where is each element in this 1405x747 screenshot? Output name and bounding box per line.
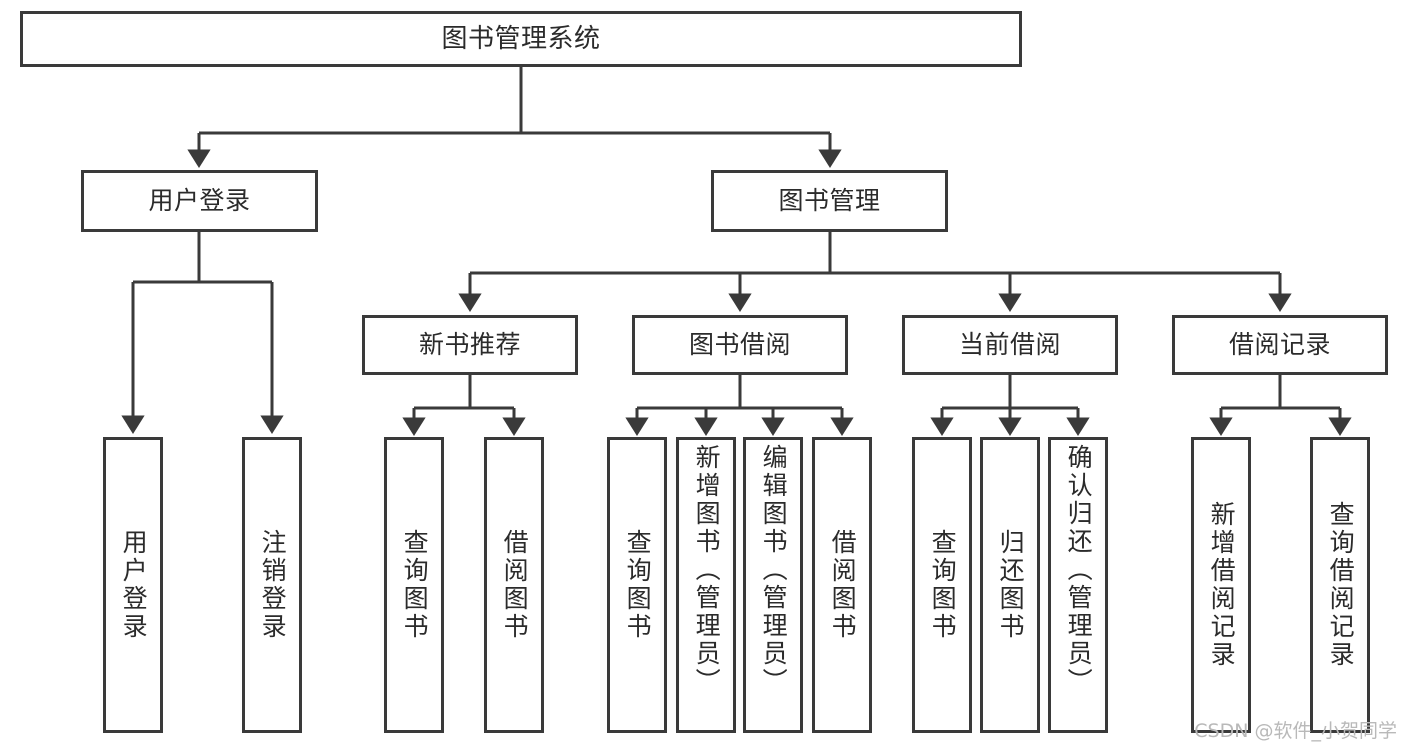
node-borrow-record[interactable]: 借阅记录 (1172, 315, 1388, 375)
node-book-borrow[interactable]: 图书借阅 (632, 315, 848, 375)
leaf-new-book-query-book[interactable]: 查询图书 (384, 437, 444, 733)
leaf-book-borrow-edit-book-admin[interactable]: 编辑图书（管理员） (743, 437, 803, 733)
node-label: 图书管理 (778, 186, 881, 216)
node-label: 借阅记录 (1228, 330, 1331, 360)
leaf-book-borrow-query-book[interactable]: 查询图书 (607, 437, 667, 733)
node-current-borrow[interactable]: 当前借阅 (902, 315, 1118, 375)
node-book-management[interactable]: 图书管理 (711, 170, 948, 232)
node-label: 查询图书 (623, 529, 653, 641)
node-user-login[interactable]: 用户登录 (81, 170, 318, 232)
leaf-user-login-signout[interactable]: 注销登录 (242, 437, 302, 733)
leaf-book-borrow-add-book-admin[interactable]: 新增图书（管理员） (676, 437, 736, 733)
node-label: 查询图书 (400, 529, 430, 641)
node-label: 图书借阅 (688, 330, 791, 360)
leaf-borrow-record-add-record[interactable]: 新增借阅记录 (1191, 437, 1251, 733)
leaf-book-borrow-borrow-book[interactable]: 借阅图书 (812, 437, 872, 733)
node-label: 图书管理系统 (441, 23, 601, 54)
node-label: 查询借阅记录 (1326, 501, 1356, 669)
node-label: 归还图书 (996, 529, 1026, 641)
leaf-current-borrow-query-book[interactable]: 查询图书 (912, 437, 972, 733)
leaf-user-login-signin[interactable]: 用户登录 (103, 437, 163, 733)
node-label: 当前借阅 (958, 330, 1061, 360)
leaf-new-book-borrow-book[interactable]: 借阅图书 (484, 437, 544, 733)
node-label: 编辑图书（管理员） (759, 444, 789, 696)
csdn-watermark: CSDN @软件_小贺同学 (1194, 720, 1397, 742)
node-label: 新书推荐 (418, 330, 521, 360)
node-root-book-management-system[interactable]: 图书管理系统 (20, 11, 1022, 67)
node-label: 新增借阅记录 (1207, 501, 1237, 669)
node-label: 确认归还（管理员） (1064, 444, 1094, 696)
node-new-book-recommend[interactable]: 新书推荐 (362, 315, 578, 375)
node-label: 新增图书（管理员） (692, 444, 722, 696)
node-label: 注销登录 (258, 529, 288, 641)
node-label: 查询图书 (928, 529, 958, 641)
node-label: 借阅图书 (828, 529, 858, 641)
node-label: 用户登录 (148, 186, 251, 216)
leaf-current-borrow-return-book[interactable]: 归还图书 (980, 437, 1040, 733)
leaf-borrow-record-query-record[interactable]: 查询借阅记录 (1310, 437, 1370, 733)
node-label: 用户登录 (119, 529, 149, 641)
node-label: 借阅图书 (500, 529, 530, 641)
leaf-current-borrow-confirm-return-admin[interactable]: 确认归还（管理员） (1048, 437, 1108, 733)
